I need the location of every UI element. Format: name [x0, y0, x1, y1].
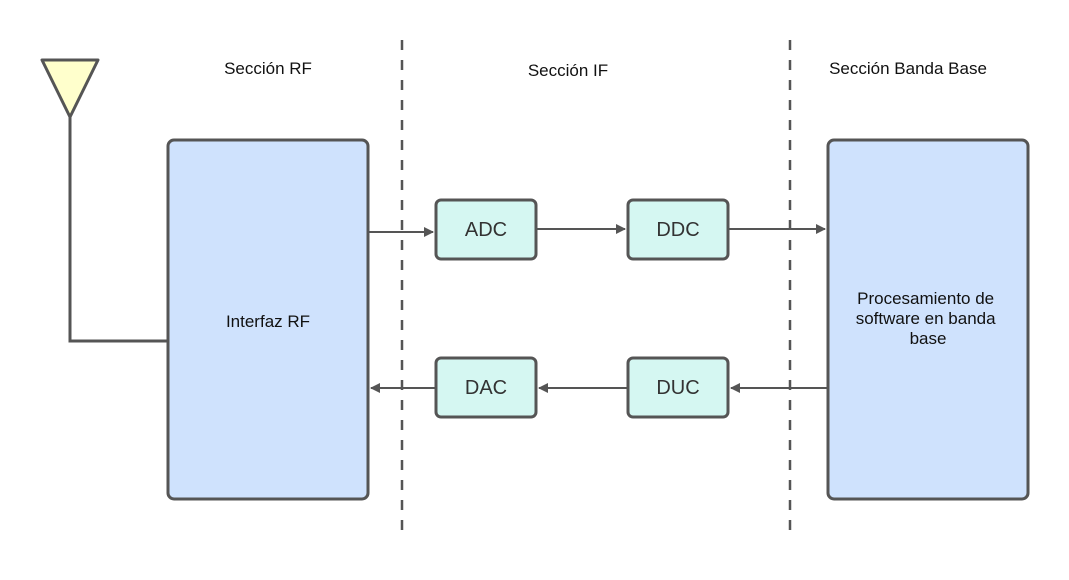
ddc-block: [626, 198, 730, 261]
duc-block: [626, 356, 730, 419]
baseband-label-line-3: base: [910, 329, 947, 348]
dac-label: DAC: [465, 377, 507, 399]
section-title-if: Sección IF: [528, 61, 608, 80]
baseband-processing-label: Procesamiento de software en banda base: [856, 289, 1001, 348]
baseband-label-line-1: Procesamiento de: [857, 289, 994, 308]
baseband-label-line-2: software en banda: [856, 309, 996, 328]
section-title-rf: Sección RF: [224, 59, 312, 78]
duc-label: DUC: [656, 377, 699, 399]
rf-interface-label: Interfaz RF: [226, 312, 310, 331]
adc-block: [434, 198, 538, 261]
section-title-baseband: Sección Banda Base: [829, 59, 987, 78]
ddc-label: DDC: [656, 219, 699, 241]
antenna-icon: [40, 58, 168, 343]
baseband-processing-block: [826, 138, 1030, 501]
dac-block: [434, 356, 538, 419]
rf-interface-block: [166, 138, 370, 501]
adc-label: ADC: [465, 219, 507, 241]
